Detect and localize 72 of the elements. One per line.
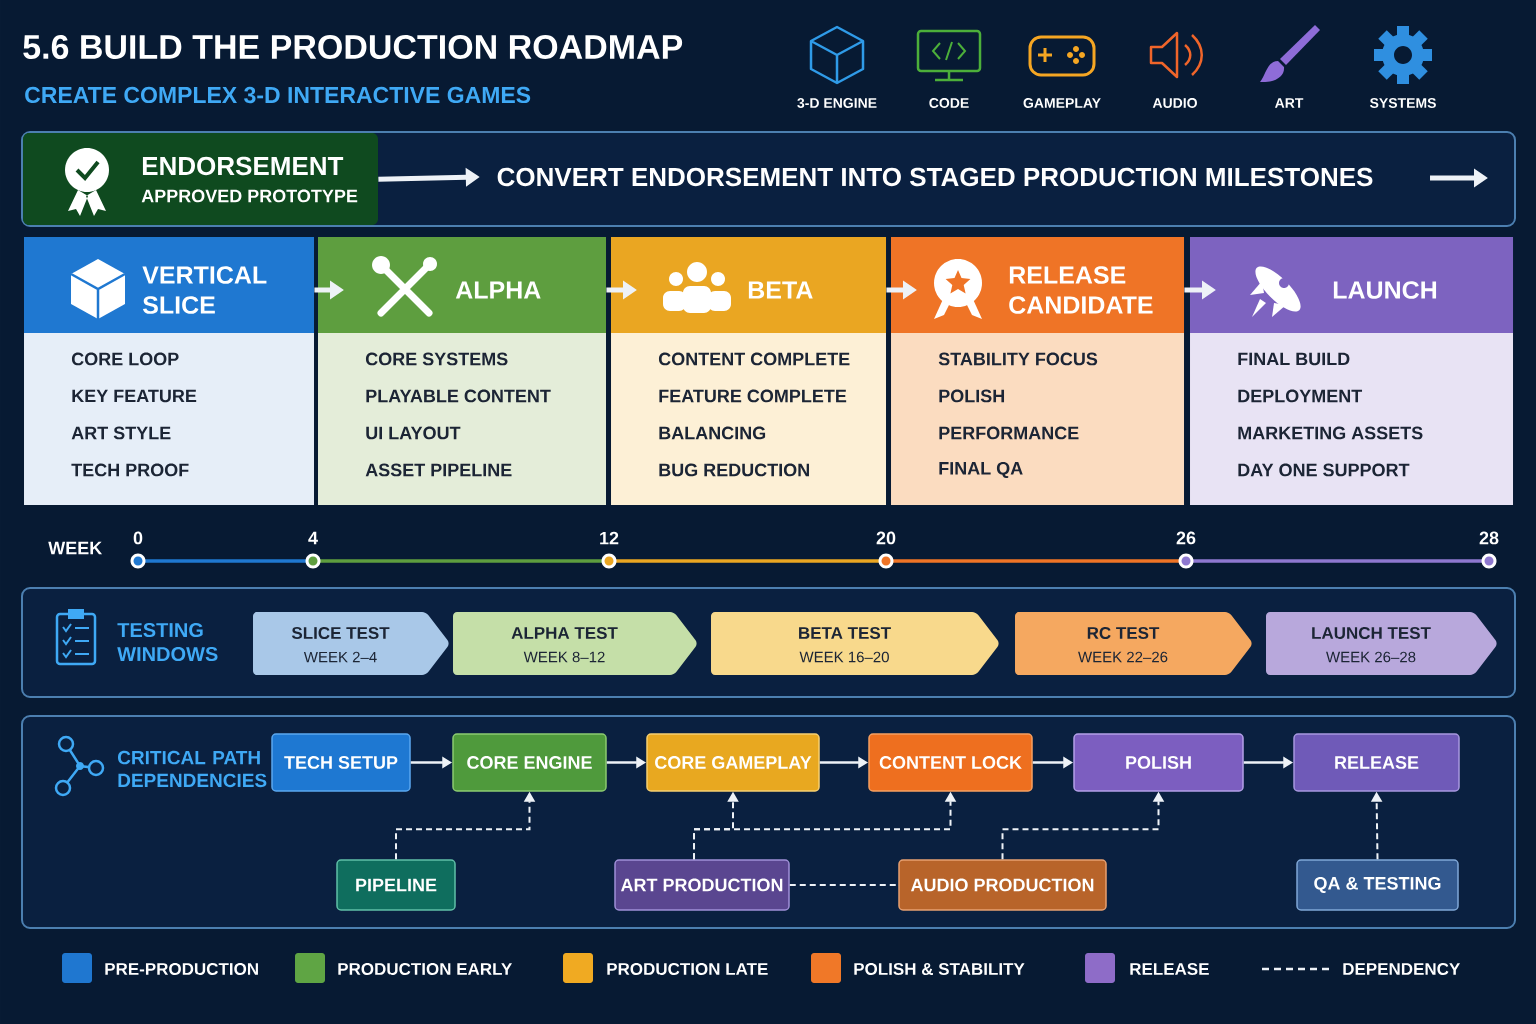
phase-title: VERTICAL SLICE <box>142 266 267 314</box>
phase-card <box>318 237 606 505</box>
task-item: FINAL QA <box>939 461 1023 479</box>
task-box: POLISH <box>1073 733 1244 792</box>
phase-title: ALPHA <box>455 281 541 299</box>
test-window-box: SLICE TEST WEEK 2–4 <box>253 612 449 675</box>
endorsement-box <box>23 133 378 225</box>
task-item: BUG REDUCTION <box>659 463 809 477</box>
week-number: 12 <box>600 531 619 545</box>
banner-text: CONVERT ENDORSEMENT INTO STAGED PRODUCTION MILESTONES <box>497 167 1373 187</box>
task-box: ART PRODUCTION <box>614 859 790 911</box>
task-item: CONTENT COMPLETE <box>658 352 850 366</box>
phase-title: BETA <box>748 281 813 299</box>
task-item: POLISH <box>939 389 1004 403</box>
subtitle: CREATE COMPLEX 3-D INTERACTIVE GAMES <box>25 86 531 104</box>
task-box: AUDIO PRODUCTION <box>898 859 1107 911</box>
legend-label: PRODUCTION LATE <box>607 963 768 975</box>
task-item: DAY ONE SUPPORT <box>1238 463 1410 477</box>
phase-card <box>611 237 886 505</box>
task-box: RELEASE <box>1293 733 1460 792</box>
axis-label: WEEK <box>48 541 103 555</box>
task-item: PERFORMANCE <box>939 426 1079 440</box>
task-item: CORE LOOP <box>71 352 179 366</box>
task-box: TECH SETUP <box>271 733 411 792</box>
phase-title: LAUNCH <box>1333 281 1437 299</box>
panel-title: CRITICAL PATH DEPENDENCIES <box>118 750 267 788</box>
week-number: 26 <box>1176 531 1196 545</box>
week-number: 28 <box>1479 531 1499 545</box>
legend-label: POLISH & STABILITY <box>854 963 1025 975</box>
legend-label: RELEASE <box>1130 963 1209 975</box>
endorsement-subtitle: APPROVED PROTOTYPE <box>141 189 358 203</box>
task-item: STABILITY FOCUS <box>938 352 1098 366</box>
task-box: PIPELINE <box>336 859 456 911</box>
task-item: DEPLOYMENT <box>1238 389 1363 403</box>
test-window-box: ALPHA TEST WEEK 8–12 <box>453 612 697 675</box>
panel-title: TESTING WINDOWS <box>117 622 218 662</box>
title: 5.6 BUILD THE PRODUCTION ROADMAP <box>23 34 683 60</box>
icon-label: SYSTEMS <box>1369 98 1436 108</box>
test-window-box: RC TEST WEEK 22–26 <box>1015 612 1252 675</box>
test-window-box: LAUNCH TEST WEEK 26–28 <box>1266 612 1497 675</box>
task-item: FEATURE COMPLETE <box>659 389 847 403</box>
task-item: CORE SYSTEMS <box>365 352 508 366</box>
icon-label: GAMEPLAY <box>1023 98 1101 108</box>
task-item: MARKETING ASSETS <box>1238 426 1423 440</box>
legend-label: PRODUCTION EARLY <box>338 963 512 975</box>
task-box: CORE ENGINE <box>452 733 607 792</box>
task-item: UI LAYOUT <box>366 426 461 440</box>
task-item: BALANCING <box>659 426 766 440</box>
legend-label: PRE-PRODUCTION <box>105 963 258 975</box>
phase-card <box>891 237 1184 505</box>
endorsement-title: ENDORSEMENT <box>142 156 344 176</box>
icon-label: CODE <box>929 98 969 108</box>
legend-label: DEPENDENCY <box>1343 963 1460 975</box>
week-number: 4 <box>308 531 318 545</box>
task-box: CONTENT LOCK <box>868 733 1033 792</box>
task-box: QA & TESTING <box>1296 859 1459 911</box>
icon-label: ART <box>1274 98 1304 108</box>
task-item: ASSET PIPELINE <box>365 463 512 477</box>
task-item: TECH PROOF <box>71 463 189 477</box>
phase-card <box>1190 237 1513 505</box>
task-item: ART STYLE <box>71 426 171 440</box>
task-item: FINAL BUILD <box>1238 352 1350 366</box>
task-box: CORE GAMEPLAY <box>646 733 820 792</box>
icon-label: AUDIO <box>1152 98 1197 108</box>
task-item: PLAYABLE CONTENT <box>366 389 551 403</box>
icon-label: 3-D ENGINE <box>797 98 877 108</box>
phase-title: RELEASE CANDIDATE <box>1009 266 1153 314</box>
test-window-box: BETA TEST WEEK 16–20 <box>711 612 999 675</box>
phase-card <box>24 237 314 505</box>
week-number: 20 <box>876 531 896 545</box>
task-item: KEY FEATURE <box>72 389 197 403</box>
week-number: 0 <box>133 531 143 545</box>
